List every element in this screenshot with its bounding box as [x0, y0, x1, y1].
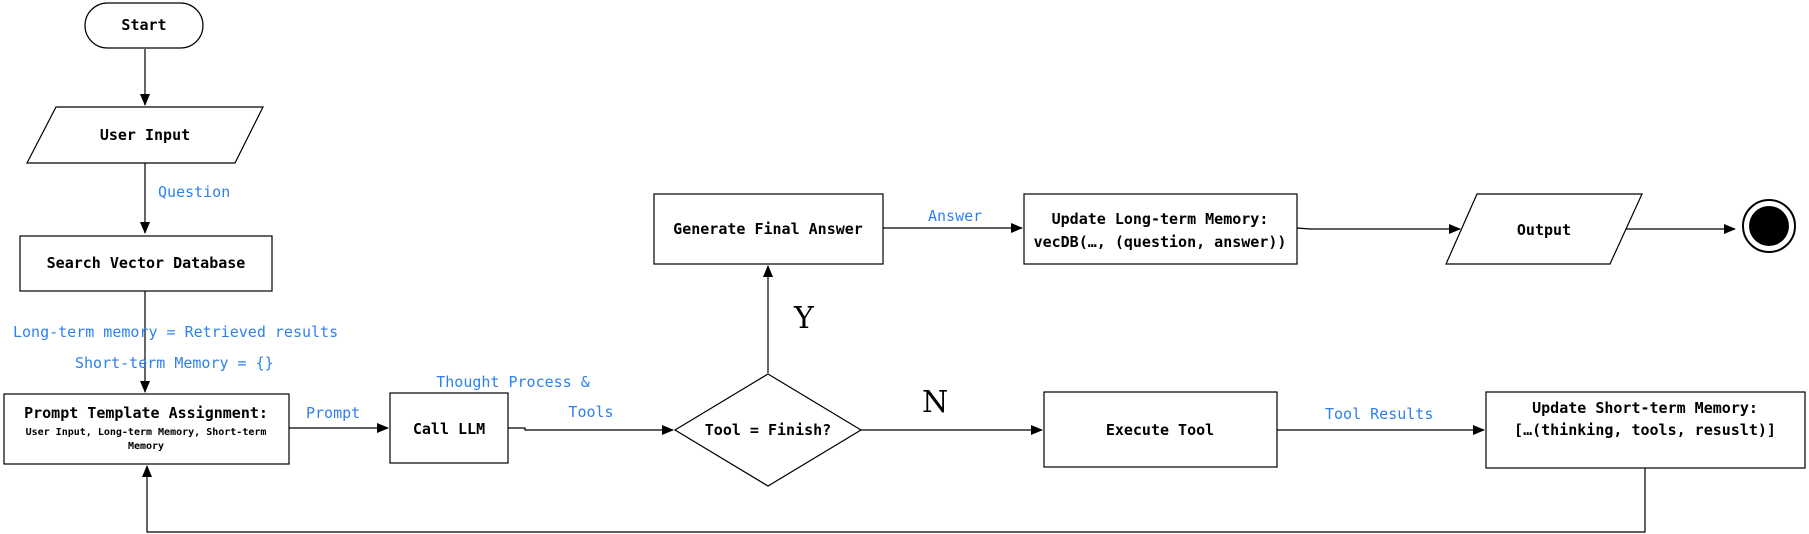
decision-node: Tool = Finish? — [673, 373, 863, 487]
update-short-detail: […(thinking, tools, resuslt)] — [1514, 421, 1776, 439]
edge-label-yes: Y — [793, 301, 815, 336]
edge-label-short-term: Short-term Memory = {} — [75, 354, 274, 372]
execute-tool-label: Execute Tool — [1106, 421, 1214, 439]
user-input-label: User Input — [100, 126, 190, 144]
search-db-label: Search Vector Database — [47, 254, 246, 272]
edge-llm-to-decision — [508, 425, 674, 435]
output-node: Output — [1445, 193, 1643, 265]
edge-short-loop-back — [142, 465, 1646, 533]
search-db-node: Search Vector Database — [19, 235, 273, 292]
prompt-sub1-label: User Input, Long-term Memory, Short-term — [26, 427, 267, 438]
edge-label-tool-results: Tool Results — [1325, 405, 1433, 423]
decision-label: Tool = Finish? — [705, 421, 831, 439]
edge-label-answer: Answer — [928, 207, 982, 225]
edge-label-no: N — [922, 385, 948, 420]
update-long-term-node: Update Long-term Memory: vecDB(…, (quest… — [1023, 193, 1298, 265]
edge-label-tools: Tools — [568, 403, 613, 421]
start-node: Start — [84, 2, 204, 49]
call-llm-node: Call LLM — [389, 392, 509, 464]
output-label: Output — [1517, 221, 1571, 239]
prompt-title-label: Prompt Template Assignment: — [24, 404, 268, 422]
final-answer-label: Generate Final Answer — [673, 220, 863, 238]
final-answer-node: Generate Final Answer — [653, 193, 884, 265]
start-label: Start — [121, 16, 166, 34]
execute-tool-node: Execute Tool — [1043, 391, 1278, 468]
edge-label-long-term: Long-term memory = Retrieved results — [13, 323, 338, 341]
call-llm-label: Call LLM — [413, 420, 485, 438]
update-short-term-node: Update Short-term Memory: […(thinking, t… — [1485, 391, 1806, 469]
edge-long-to-output — [1296, 224, 1461, 234]
edge-label-question: Question — [158, 183, 230, 201]
user-input-node: User Input — [26, 106, 264, 164]
edge-label-thought: Thought Process & — [436, 373, 590, 391]
update-short-title: Update Short-term Memory: — [1532, 399, 1758, 417]
edge-label-prompt: Prompt — [306, 404, 360, 422]
prompt-template-node: Prompt Template Assignment: User Input, … — [3, 393, 290, 465]
end-node — [1742, 199, 1796, 253]
prompt-sub2-label: Memory — [128, 441, 164, 452]
update-long-detail: vecDB(…, (question, answer)) — [1034, 233, 1287, 251]
update-long-title: Update Long-term Memory: — [1052, 210, 1269, 228]
